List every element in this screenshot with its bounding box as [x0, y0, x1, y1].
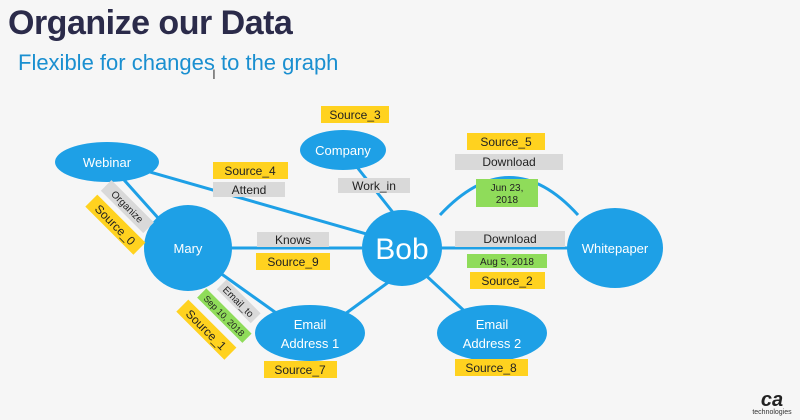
text-cursor-icon: I: [212, 66, 216, 82]
node-label-mary: Mary: [174, 241, 203, 256]
edge-label-attend: Attend: [213, 182, 285, 197]
source-label-3: Source_3: [321, 106, 389, 123]
svg-text:Source_9: Source_9: [267, 255, 319, 269]
node-label-email1-line1: Email: [294, 317, 327, 332]
node-company: [300, 130, 386, 170]
source-label-4: Source_4: [213, 162, 288, 179]
svg-text:Source_5: Source_5: [480, 135, 532, 149]
node-label-whitepaper: Whitepaper: [582, 241, 649, 256]
source-label-7: Source_7: [264, 361, 337, 378]
source-label-5: Source_5: [467, 133, 545, 150]
node-webinar: [55, 142, 159, 182]
node-bob: [362, 210, 442, 286]
svg-text:Knows: Knows: [275, 233, 311, 247]
node-label-email1-line2: Address 1: [281, 336, 340, 351]
source-label-8: Source_8: [455, 359, 528, 376]
svg-text:Attend: Attend: [232, 183, 267, 197]
edge-webinar-bob: [107, 158, 406, 247]
svg-text:Work_in: Work_in: [352, 179, 396, 193]
source-label-1: Source_1: [176, 299, 237, 360]
node-email2: [437, 305, 547, 361]
svg-text:Source_8: Source_8: [465, 361, 517, 375]
edge-label-download-bottom: Download: [455, 231, 565, 247]
edge-label-work-in: Work_in: [338, 178, 410, 193]
svg-text:Download: Download: [482, 155, 535, 169]
edge-label-knows: Knows: [257, 232, 329, 247]
svg-text:2018: 2018: [496, 195, 519, 206]
date-label-aug5: Aug 5, 2018: [467, 254, 547, 268]
node-whitepaper: [567, 208, 663, 288]
node-email1: [255, 305, 365, 361]
svg-text:Aug 5, 2018: Aug 5, 2018: [480, 257, 534, 268]
edge-bob-whitepaper-arc: [438, 176, 580, 217]
node-mary: [144, 205, 232, 291]
source-label-2: Source_2: [470, 272, 545, 289]
date-label-jun23: Jun 23, 2018: [476, 179, 538, 207]
svg-text:Jun 23,: Jun 23,: [491, 183, 524, 194]
node-label-company: Company: [315, 143, 371, 158]
page-subtitle: Flexible for changes to the graph: [18, 50, 339, 75]
svg-text:Source_3: Source_3: [329, 108, 381, 122]
svg-text:Download: Download: [483, 232, 536, 246]
node-label-email2-line2: Address 2: [463, 336, 522, 351]
page-title: Organize our Data: [8, 4, 293, 42]
svg-text:Source_7: Source_7: [274, 363, 326, 377]
svg-text:Source_2: Source_2: [481, 274, 533, 288]
svg-text:Source_4: Source_4: [224, 164, 276, 178]
node-label-email2-line1: Email: [476, 317, 509, 332]
edge-label-download-top: Download: [455, 154, 563, 170]
source-label-9: Source_9: [256, 253, 330, 270]
node-label-webinar: Webinar: [83, 155, 132, 170]
node-label-bob: Bob: [375, 233, 428, 266]
logo-subtitle: technologies: [752, 409, 792, 416]
logo-mark: ca: [760, 389, 784, 411]
ca-technologies-logo: ca technologies: [750, 389, 794, 416]
